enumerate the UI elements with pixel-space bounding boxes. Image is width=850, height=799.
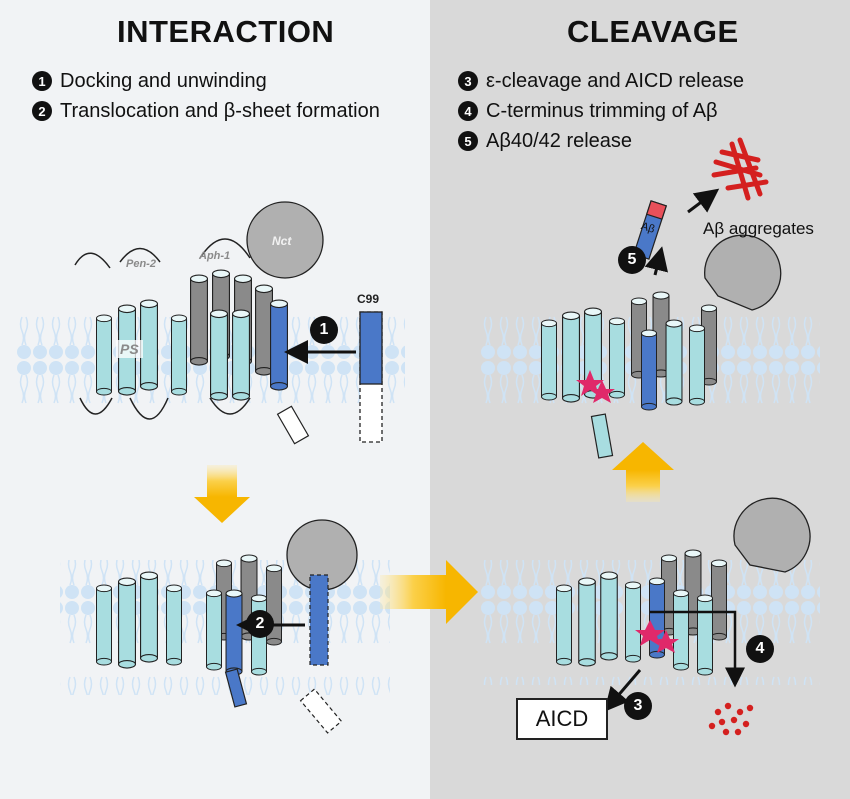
label-aph1: Aph-1 <box>199 250 231 262</box>
complex-release <box>480 137 820 459</box>
step-number: 1 <box>32 71 52 91</box>
label-aggregates: Aβ aggregates <box>703 219 814 238</box>
step-text: C-terminus trimming of Aβ <box>486 99 718 122</box>
aicd-box: AICD <box>516 698 608 740</box>
aggregate-fibrils <box>711 137 769 201</box>
released-peptides <box>708 702 754 736</box>
marker-step-2: 2 <box>246 610 274 638</box>
flow-arrow-down <box>194 465 250 523</box>
step-text: Aβ40/42 release <box>486 129 633 152</box>
step-number: 5 <box>458 131 478 151</box>
marker-step-3: 3 <box>624 692 652 720</box>
marker-step-4: 4 <box>746 635 774 663</box>
step-1: 1 Docking and unwinding <box>32 68 267 94</box>
label-pen2: Pen-2 <box>126 258 156 270</box>
label-ps: PS <box>116 340 143 358</box>
step-text: Docking and unwinding <box>60 69 267 92</box>
marker-step-1: 1 <box>310 316 338 344</box>
step-5: 5 Aβ40/42 release <box>458 128 632 154</box>
step-text: ε-cleavage and AICD release <box>486 69 744 92</box>
complex-docking <box>15 201 405 445</box>
marker-step-5: 5 <box>618 246 646 274</box>
complex-translocation <box>60 519 390 734</box>
step-4: 4 C-terminus trimming of Aβ <box>458 98 718 124</box>
nicastrin-icon <box>246 201 324 279</box>
label-c99: C99 <box>357 292 380 306</box>
complex-cleavage <box>480 497 820 736</box>
step-number: 4 <box>458 101 478 121</box>
flow-arrow-up <box>612 442 674 502</box>
flow-arrow-right <box>380 560 478 624</box>
cleavage-star <box>589 380 615 403</box>
step-number: 3 <box>458 71 478 91</box>
step-text: Translocation and β-sheet formation <box>60 99 380 122</box>
step-number: 2 <box>32 101 52 121</box>
label-nct: Nct <box>272 234 292 248</box>
step-2: 2 Translocation and β-sheet formation <box>32 98 380 124</box>
cleavage-star <box>653 630 679 653</box>
panel-title-interaction: INTERACTION <box>117 14 335 49</box>
step-3: 3 ε-cleavage and AICD release <box>458 68 744 94</box>
panel-title-cleavage: CLEAVAGE <box>567 14 739 49</box>
